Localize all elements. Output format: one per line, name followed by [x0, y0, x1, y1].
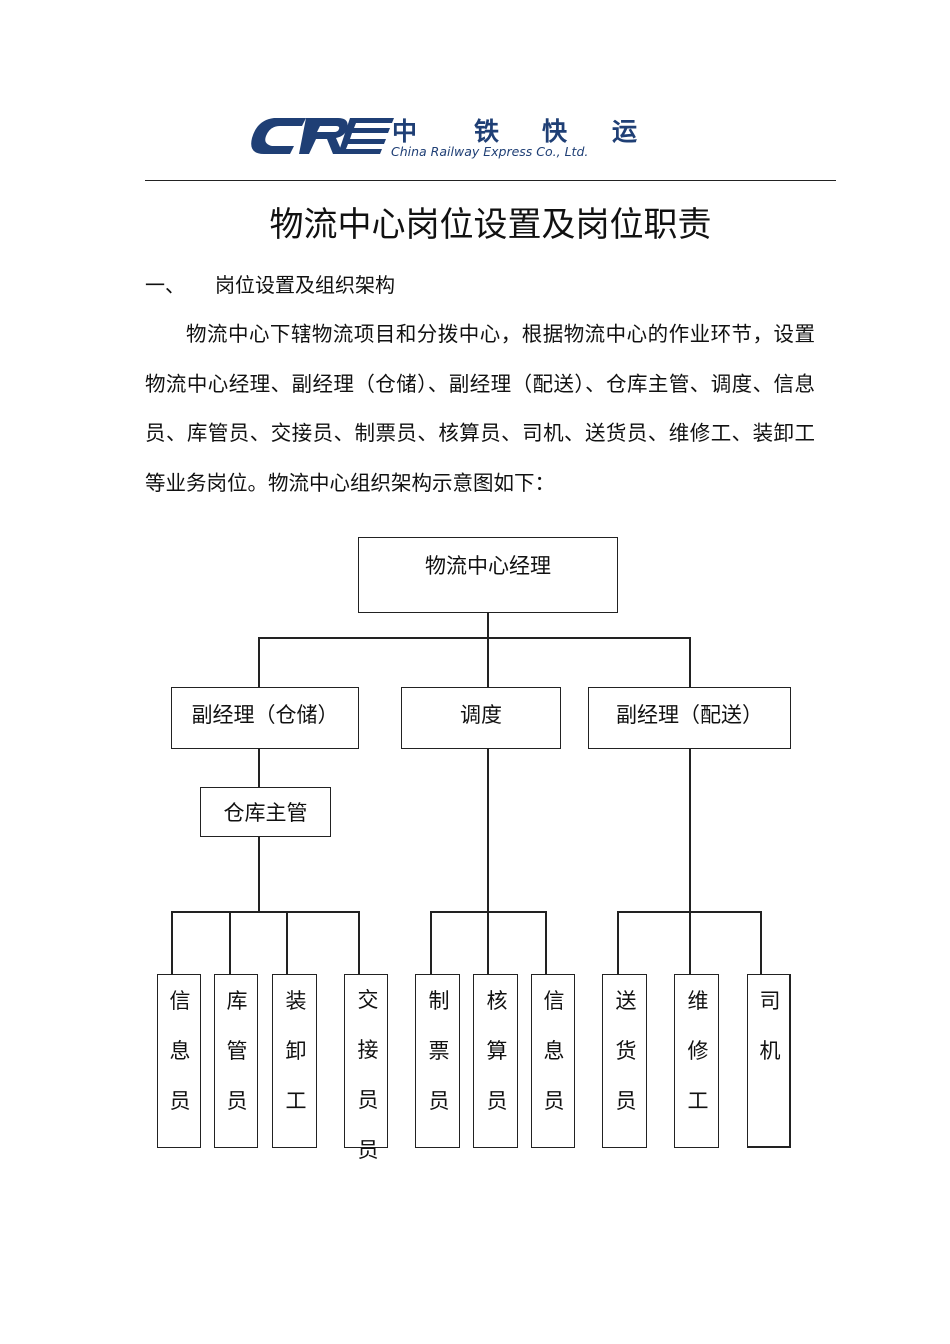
- node-label: 副经理（仓储）: [191, 703, 339, 727]
- label-char: 员: [357, 1138, 379, 1162]
- connector-line: [487, 612, 489, 638]
- org-node-staff: 信 息 员: [531, 974, 575, 1148]
- org-node-staff: 维 修 工: [674, 974, 719, 1148]
- section-number: 一、: [145, 273, 185, 297]
- connector-line: [617, 911, 619, 975]
- label-char: 送: [615, 989, 637, 1013]
- vertical-label: 送 货 员: [611, 976, 641, 1126]
- label-char: 管: [226, 1039, 248, 1063]
- body-paragraph: 物流中心下辖物流项目和分拨中心，根据物流中心的作业环节，设置物流中心经理、副经理…: [145, 310, 815, 508]
- node-label: 物流中心经理: [425, 554, 551, 578]
- connector-line: [229, 911, 231, 975]
- label-char: 库: [226, 989, 248, 1013]
- label-char: 机: [759, 1039, 781, 1063]
- label-char: 算: [486, 1039, 508, 1063]
- connector-line: [258, 637, 690, 639]
- label-char: 员: [169, 1089, 191, 1113]
- org-node-dispatch: 调度: [401, 687, 561, 749]
- header-divider: [145, 180, 836, 181]
- connector-line: [760, 911, 762, 975]
- vertical-label: 交 接 员 员: [353, 975, 383, 1175]
- node-label: 调度: [460, 703, 502, 727]
- connector-line: [358, 911, 360, 975]
- connector-line: [487, 748, 489, 975]
- label-char: 员: [226, 1089, 248, 1113]
- label-char: 信: [169, 989, 191, 1013]
- vertical-label: 制 票 员: [424, 976, 454, 1126]
- label-char: 息: [543, 1039, 565, 1063]
- label-char: 员: [357, 1088, 379, 1112]
- connector-line: [689, 637, 691, 688]
- org-node-staff: 核 算 员: [473, 974, 518, 1148]
- label-char: 修: [687, 1039, 709, 1063]
- connector-line: [430, 911, 546, 913]
- label-char: 信: [543, 989, 565, 1013]
- label-char: 工: [687, 1089, 709, 1113]
- label-char: 核: [486, 989, 508, 1013]
- vertical-label: 核 算 员: [482, 976, 512, 1126]
- brand-char: 铁: [474, 117, 500, 146]
- brand-char: 运: [612, 117, 638, 146]
- vertical-label: 司 机: [755, 976, 785, 1076]
- label-char: 司: [759, 989, 781, 1013]
- paragraph-text: 物流中心下辖物流项目和分拨中心，根据物流中心的作业环节，设置物流中心经理、副经理…: [145, 322, 815, 495]
- connector-line: [258, 836, 260, 912]
- label-char: 装: [285, 989, 307, 1013]
- label-char: 息: [169, 1039, 191, 1063]
- label-char: 票: [428, 1039, 450, 1063]
- cre-logo-mark: [251, 118, 394, 154]
- brand-char: 中: [392, 117, 418, 146]
- org-node-delivery-deputy: 副经理（配送）: [588, 687, 791, 749]
- org-node-staff: 装 卸 工: [272, 974, 317, 1148]
- node-label: 副经理（配送）: [616, 703, 763, 727]
- connector-line: [487, 637, 489, 688]
- brand-name-cn: 中 铁 快 运: [392, 112, 642, 146]
- org-node-staff: 送 货 员: [602, 974, 647, 1148]
- brand-name-en: China Railway Express Co., Ltd.: [391, 144, 589, 159]
- org-node-staff: 库 管 员: [214, 974, 258, 1148]
- connector-line: [430, 911, 432, 975]
- connector-line: [171, 911, 173, 975]
- page-title: 物流中心岗位设置及岗位职责: [269, 205, 712, 245]
- label-char: 交: [357, 988, 379, 1012]
- node-label: 仓库主管: [223, 801, 308, 825]
- section-title: 岗位设置及组织架构: [215, 273, 395, 297]
- vertical-label: 信 息 员: [539, 976, 569, 1126]
- label-char: 员: [428, 1089, 450, 1113]
- connector-line: [171, 911, 359, 913]
- label-char: 制: [428, 989, 450, 1013]
- label-char: 维: [687, 989, 709, 1013]
- org-node-warehouse-supervisor: 仓库主管: [200, 787, 331, 837]
- connector-line: [258, 748, 260, 788]
- label-char: 员: [486, 1089, 508, 1113]
- vertical-label: 信 息 员: [165, 976, 195, 1126]
- org-node-staff: 制 票 员: [415, 974, 460, 1148]
- vertical-label: 装 卸 工: [281, 976, 311, 1126]
- connector-line: [545, 911, 547, 975]
- vertical-label: 库 管 员: [222, 976, 252, 1126]
- connector-line: [617, 911, 761, 913]
- label-char: 员: [615, 1089, 637, 1113]
- org-node-manager: 物流中心经理: [358, 537, 618, 613]
- connector-line: [689, 748, 691, 975]
- label-char: 接: [357, 1038, 379, 1062]
- connector-line: [286, 911, 288, 975]
- connector-line: [258, 637, 260, 688]
- company-logo: 中 铁 快 运 China Railway Express Co., Ltd.: [246, 112, 646, 162]
- org-node-staff: [344, 974, 388, 1148]
- label-char: 卸: [285, 1039, 307, 1063]
- vertical-label: 维 修 工: [683, 976, 713, 1126]
- org-node-staff: 司 机: [747, 974, 791, 1148]
- brand-char: 快: [542, 117, 568, 146]
- label-char: 员: [543, 1089, 565, 1113]
- org-node-warehouse-deputy: 副经理（仓储）: [171, 687, 359, 749]
- label-char: 货: [615, 1039, 637, 1063]
- org-node-staff: 信 息 员: [157, 974, 201, 1148]
- label-char: 工: [285, 1089, 307, 1113]
